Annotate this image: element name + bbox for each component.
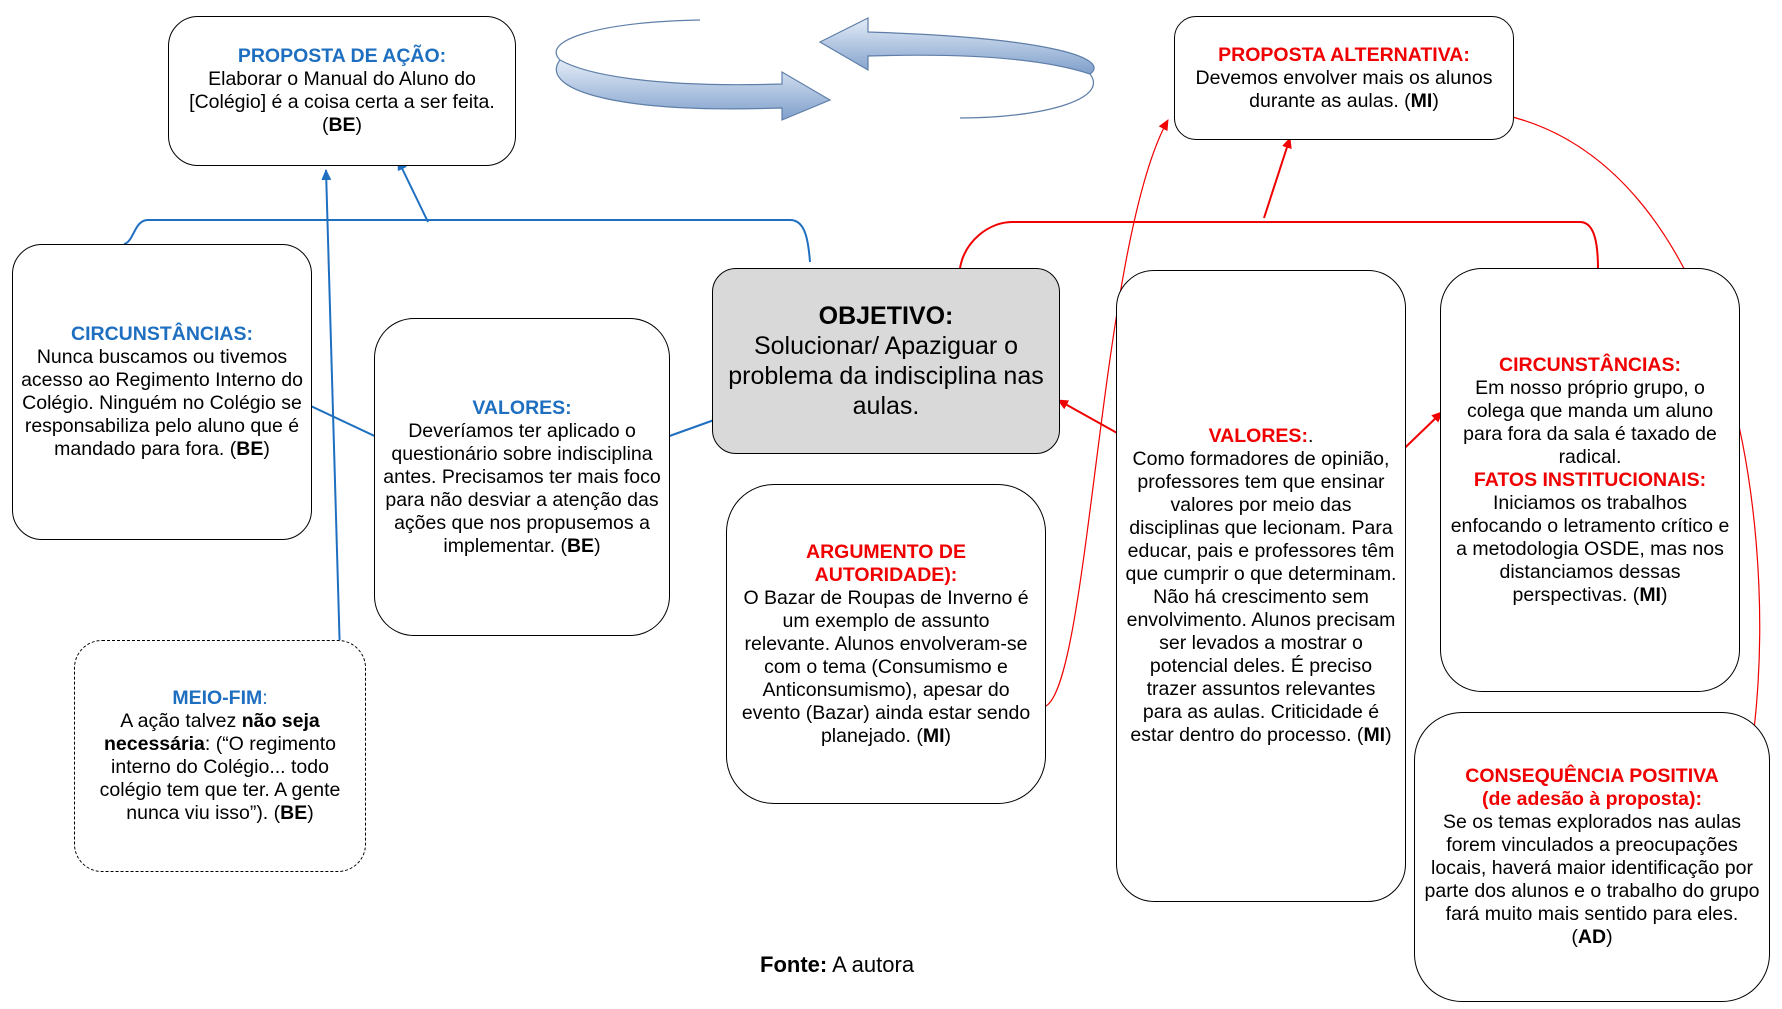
valores-left-heading: VALORES: [472, 396, 572, 419]
meio-fim-box: MEIO-FIM: A ação talvez não seja necessá… [74, 640, 366, 872]
proposta-acao-heading: PROPOSTA DE AÇÃO: [237, 45, 447, 67]
objetivo-heading: OBJETIVO: [818, 302, 954, 330]
cycle-arrows-icon [555, 17, 1095, 121]
consequencia-text: Se os temas explorados nas aulas forem v… [1424, 811, 1760, 948]
fatos-institucionais-heading: FATOS INSTITUCIONAIS: [1473, 468, 1707, 491]
proposta-acao-text: Elaborar o Manual do Aluno do [Colégio] … [189, 68, 495, 136]
circunstancias-left-heading: CIRCUNSTÂNCIAS: [71, 323, 253, 345]
valores-left-text: Deveríamos ter aplicado o questionário s… [383, 419, 661, 557]
fatos-institucionais-text: Iniciamos os trabalhos enfocando o letra… [1450, 491, 1730, 606]
valores-right-text: Como formadores de opinião, professores … [1125, 448, 1397, 746]
consequencia-positiva-box: CONSEQUÊNCIA POSITIVA (de adesão à propo… [1414, 712, 1770, 1002]
proposta-alternativa-box: PROPOSTA ALTERNATIVA: Devemos envolver m… [1174, 16, 1514, 140]
valores-right-tag: MI [1363, 724, 1386, 746]
source-caption: Fonte: A autora [760, 952, 914, 978]
proposta-acao-box: PROPOSTA DE AÇÃO: Elaborar o Manual do A… [168, 16, 516, 166]
valores-left-box: VALORES: Deveríamos ter aplicado o quest… [374, 318, 670, 636]
consequencia-heading: CONSEQUÊNCIA POSITIVA [1465, 765, 1719, 787]
proposta-alternativa-tag: MI [1410, 89, 1433, 112]
objetivo-box: OBJETIVO: Solucionar/ Apaziguar o proble… [712, 268, 1060, 454]
argumento-autoridade-tag: MI [922, 724, 945, 747]
consequencia-subheading: (de adesão à proposta): [1482, 788, 1702, 810]
circunstancias-left-box: CIRCUNSTÂNCIAS: Nunca buscamos ou tivemo… [12, 244, 312, 540]
valores-right-box: VALORES:. Como formadores de opinião, pr… [1116, 270, 1406, 902]
circunstancias-right-text: Em nosso próprio grupo, o colega que man… [1463, 376, 1717, 468]
circunstancias-left-tag: BE [236, 438, 264, 460]
source-text: A autora [827, 952, 915, 977]
circunstancias-right-box: CIRCUNSTÂNCIAS: Em nosso próprio grupo, … [1440, 268, 1740, 692]
argumento-autoridade-text: O Bazar de Roupas de Inverno é um exempl… [741, 586, 1031, 747]
source-label: Fonte: [760, 952, 828, 977]
objetivo-text: Solucionar/ Apaziguar o problema da indi… [728, 332, 1044, 420]
circunstancias-right-tag: MI [1639, 583, 1661, 606]
consequencia-tag: AD [1577, 926, 1607, 948]
argumento-autoridade-heading: ARGUMENTO DE AUTORIDADE): [806, 540, 966, 586]
meio-fim-tag: BE [280, 802, 308, 824]
argumento-autoridade-box: ARGUMENTO DE AUTORIDADE): O Bazar de Rou… [726, 484, 1046, 804]
valores-right-heading: VALORES: [1208, 425, 1308, 447]
valores-left-tag: BE [566, 534, 595, 557]
meio-fim-bold-text: não seja necessária [104, 710, 320, 755]
proposta-alternativa-text: Devemos envolver mais os alunos durante … [1195, 66, 1493, 112]
circunstancias-right-heading: CIRCUNSTÂNCIAS: [1499, 353, 1681, 376]
proposta-alternativa-heading: PROPOSTA ALTERNATIVA: [1218, 43, 1470, 66]
meio-fim-heading: MEIO-FIM [172, 687, 263, 709]
proposta-acao-tag: BE [328, 114, 356, 136]
circunstancias-left-text: Nunca buscamos ou tivemos acesso ao Regi… [21, 346, 303, 460]
